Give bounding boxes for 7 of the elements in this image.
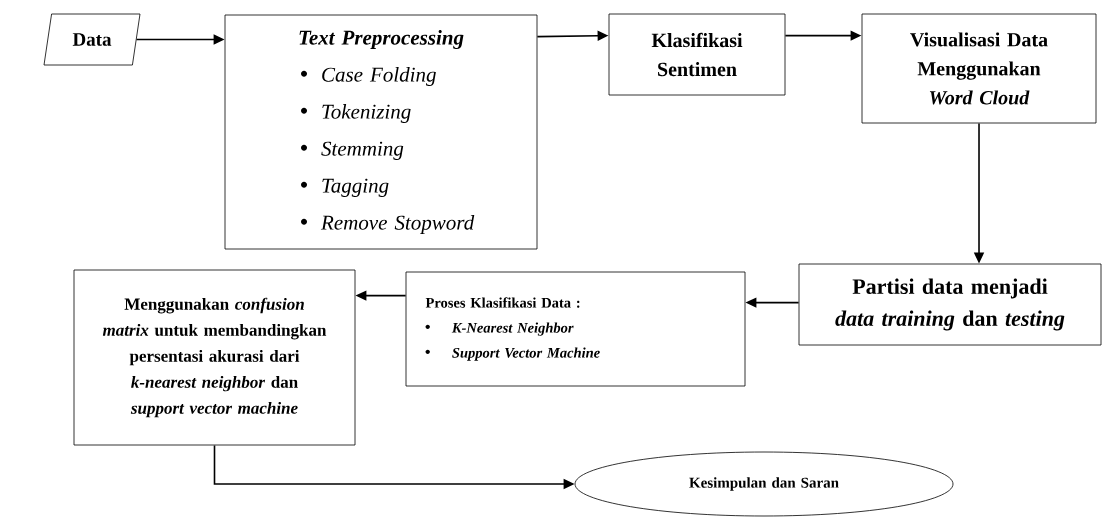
process-box: Visualisasi Data Menggunakan Word Cloud (861, 13, 1097, 124)
process-box: Klasifikasi Sentimen (608, 13, 786, 96)
process-box: Partisi data menjadi data training dan testing (798, 263, 1102, 346)
process-box: Menggunakan confusion matrix untuk membandingkan persentasi akurasi dari k-nearest neighbor dan support vector machine (73, 269, 356, 446)
process-box: Proses Klasifikasi Data : K-Nearest Neighbor Support Vector Machine (405, 271, 746, 387)
data-parallelogram: Data (43, 13, 141, 66)
process-box: Text Preprocessing Case Folding Tokenizing Stemming Tagging Remove Stopword (224, 14, 538, 250)
